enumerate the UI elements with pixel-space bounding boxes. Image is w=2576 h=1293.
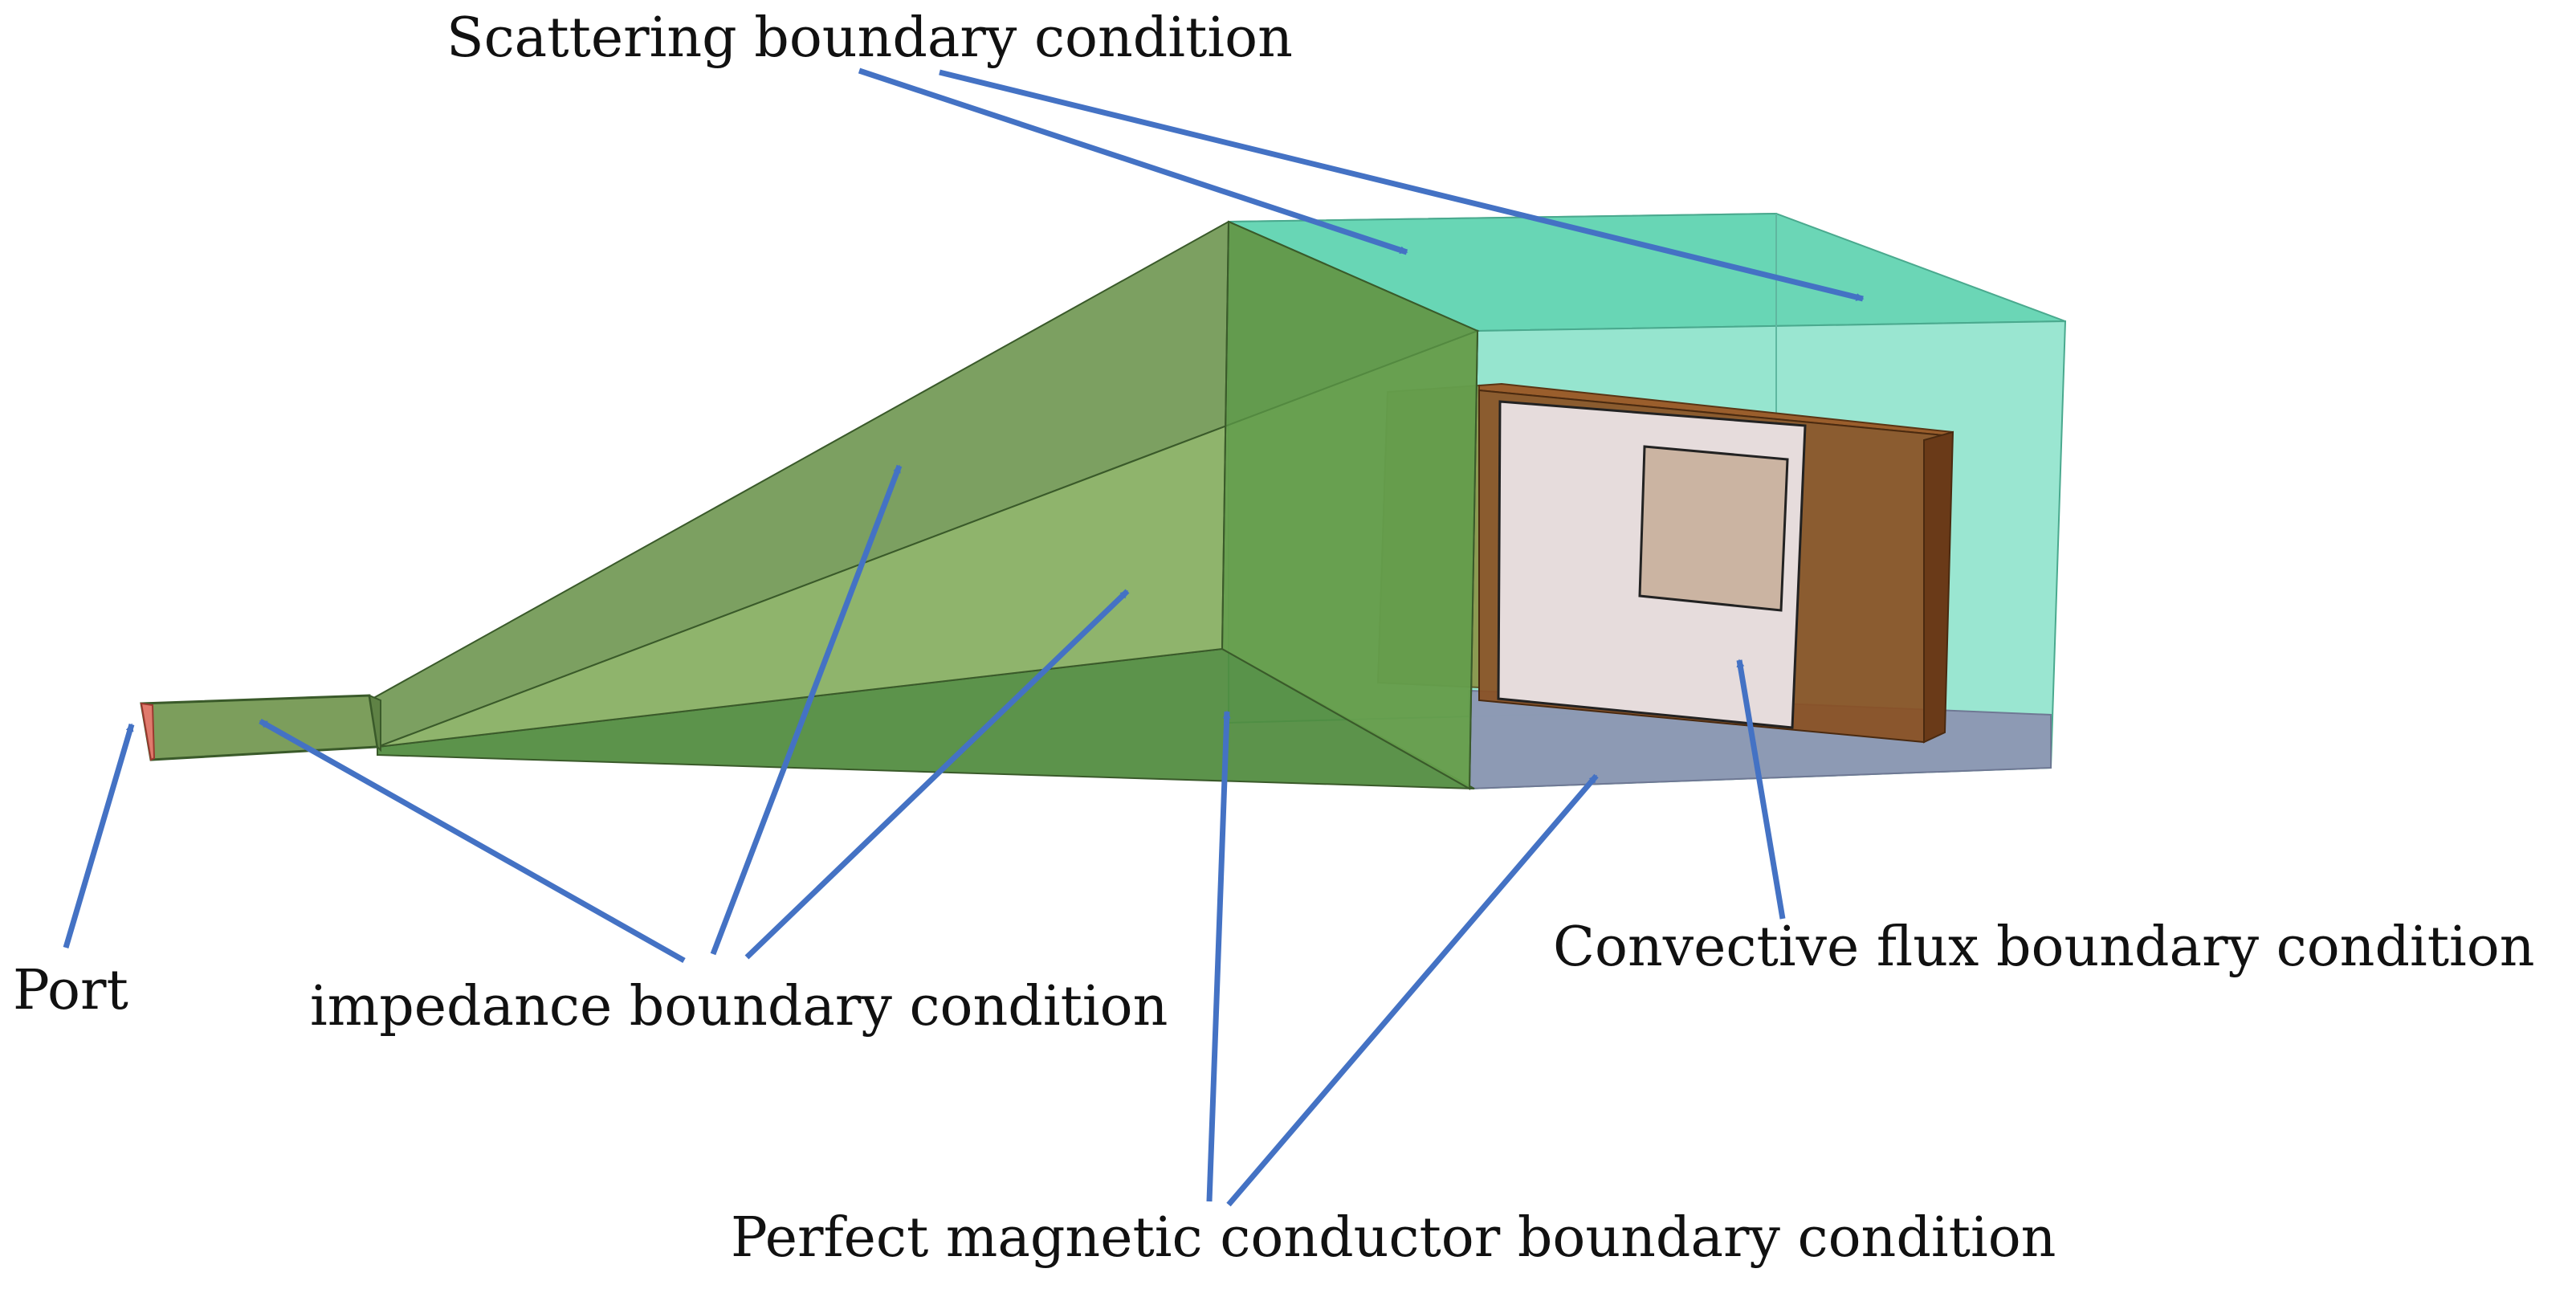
horn-antenna — [368, 220, 1480, 790]
label-scattering-boundary: Scattering boundary condition — [446, 6, 1293, 70]
callout-arrows — [63, 67, 1865, 1207]
port-face — [140, 702, 156, 761]
wall-frame-right-side — [1923, 430, 1954, 744]
label-port: Port — [13, 959, 128, 1022]
label-convective-flux-boundary: Convective flux boundary condition — [1553, 916, 2535, 979]
arrow-impedance-upper — [710, 464, 903, 956]
arrow-port — [63, 723, 135, 948]
arrow-impedance-waveguide — [259, 718, 686, 964]
waveguide-feed — [140, 694, 381, 761]
arrow-pmc-horn — [1206, 710, 1231, 1202]
waveguide-end — [368, 694, 381, 753]
arrow-impedance-inner — [744, 589, 1130, 960]
label-pmc-boundary: Perfect magnetic conductor boundary cond… — [731, 1206, 2056, 1270]
waveguide-body — [140, 694, 379, 761]
arrow-scattering-top-right — [939, 69, 1865, 302]
window-pane — [1638, 445, 1789, 612]
arrow-scattering-top-left — [858, 67, 1408, 255]
label-impedance-boundary: impedance boundary condition — [310, 975, 1168, 1038]
arrow-pmc-floor — [1226, 773, 1599, 1207]
arrow-convective — [1736, 659, 1786, 920]
